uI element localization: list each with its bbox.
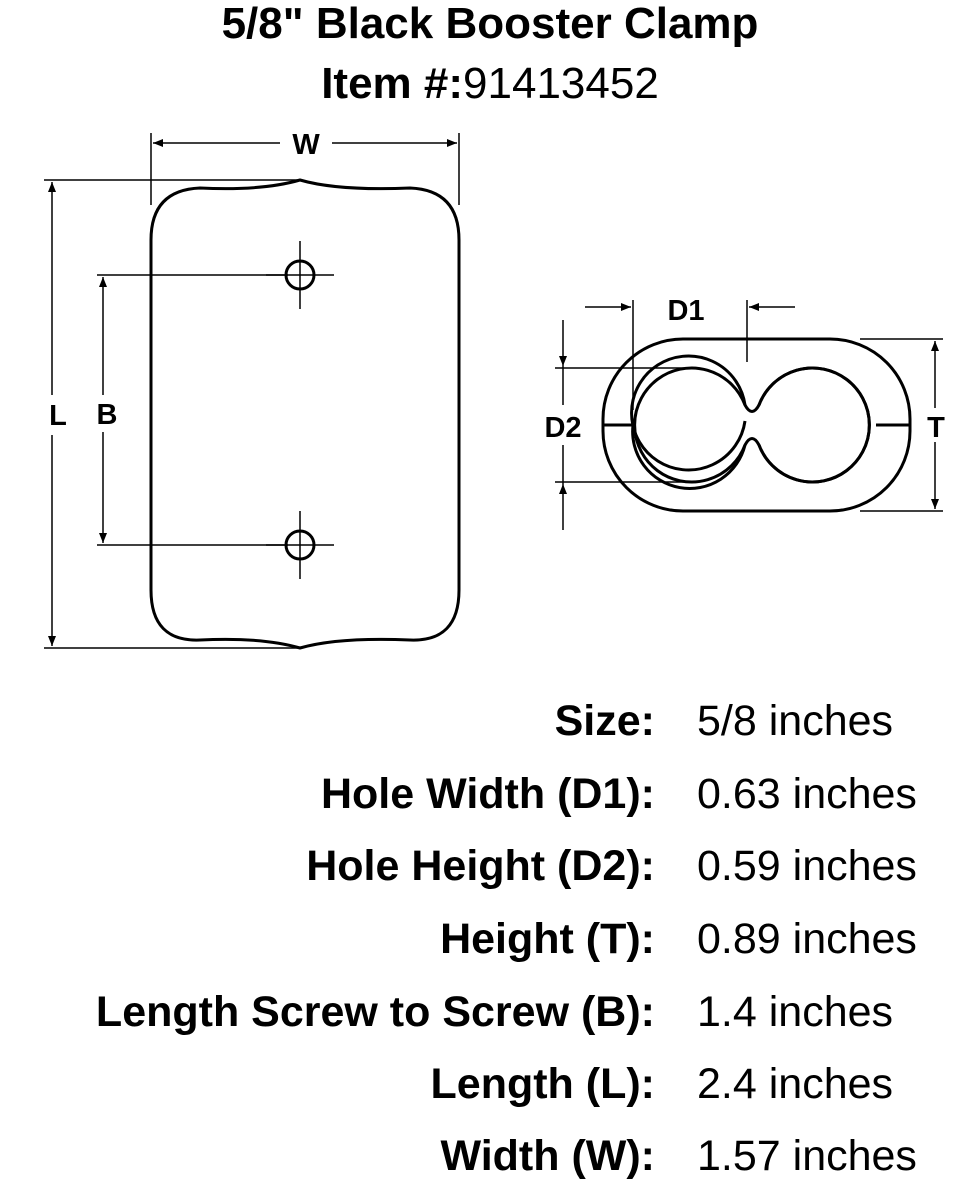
- dimension-d2: D2: [544, 320, 690, 530]
- item-number-line: Item #:91413452: [321, 59, 659, 108]
- spec-label: Hole Height (D2):: [306, 842, 655, 890]
- spec-label: Length Screw to Screw (B):: [96, 988, 655, 1036]
- spec-label: Hole Width (D1):: [321, 770, 655, 818]
- specs-table: Size: 5/8 inches Hole Width (D1): 0.63 i…: [96, 697, 917, 1180]
- dimension-label-l: L: [49, 400, 67, 432]
- spec-label: Height (T):: [440, 915, 655, 963]
- dimension-label-d1: D1: [667, 295, 704, 327]
- dimension-d1: D1: [585, 295, 795, 410]
- dimension-l: L: [44, 179, 300, 649]
- dimension-b: B: [97, 274, 288, 546]
- dimension-t: T: [860, 338, 945, 512]
- dimension-label-t: T: [927, 412, 945, 444]
- front-view: W L B: [44, 129, 461, 650]
- spec-value: 2.4 inches: [697, 1060, 893, 1108]
- spec-value: 1.4 inches: [697, 988, 893, 1036]
- spec-label: Size:: [555, 697, 655, 745]
- clamp-inner-holes: [630, 354, 871, 490]
- item-number: 91413452: [463, 59, 659, 108]
- spec-label: Width (W):: [441, 1132, 656, 1180]
- spec-value: 1.57 inches: [697, 1132, 917, 1180]
- dimension-label-d2: D2: [544, 412, 581, 444]
- dimension-w: W: [150, 129, 460, 205]
- spec-value: 0.59 inches: [697, 842, 917, 890]
- clamp-outer-outline: [601, 337, 912, 513]
- item-label: Item #:: [321, 59, 463, 108]
- dimension-label-w: W: [292, 129, 320, 161]
- page-title: 5/8" Black Booster Clamp: [222, 0, 759, 48]
- spec-value: 0.89 inches: [697, 915, 917, 963]
- spec-value: 5/8 inches: [697, 697, 893, 745]
- spec-label: Length (L):: [431, 1060, 655, 1108]
- clamp-plate-outline: [149, 178, 461, 650]
- dimension-label-b: B: [97, 399, 118, 431]
- spec-value: 0.63 inches: [697, 770, 917, 818]
- side-view: D1 D2 T: [544, 295, 945, 530]
